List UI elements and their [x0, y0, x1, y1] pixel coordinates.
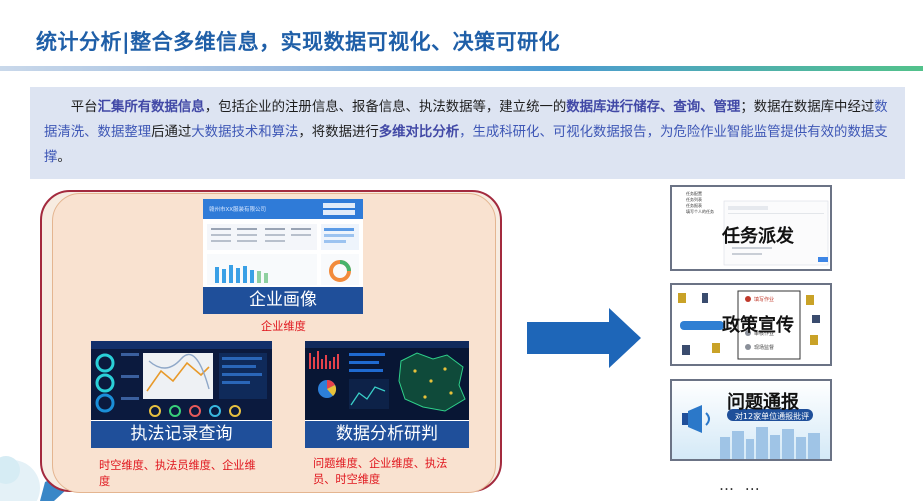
task-dispatch-card[interactable]: 任务配置 任务列表 任务报表 填写个人的任务 任务派发	[670, 185, 832, 271]
corner-decoration	[0, 456, 66, 501]
intro-highlight: 数据清洗、数据整理	[44, 100, 888, 140]
page-title: 统计分析|整合多维信息，实现数据可视化、决策可研化	[36, 30, 561, 54]
problem-report-label: 问题通报	[727, 392, 799, 413]
intro-text: ，将数据进行	[298, 125, 379, 140]
intro-highlight: ，生成科研化、可视化数据报告，为危险作业智能监管提供有效的	[459, 125, 848, 140]
problem-report-card[interactable]: 问题通报 对12家单位通报批评	[670, 379, 832, 461]
intro-highlight: 汇集所有数据信息	[97, 100, 205, 115]
policy-step: 审核作业	[754, 330, 774, 337]
policy-step: 填写作业	[754, 296, 774, 303]
task-menu-item: 任务列表	[686, 196, 702, 202]
problem-report-subtitle: 对12家单位通报批评	[734, 412, 810, 421]
task-dispatch-label: 任务派发	[722, 226, 794, 247]
law-dashboard-screenshot	[91, 341, 272, 421]
intro-highlight: 数据支撑	[44, 125, 888, 165]
intro-highlight: 数据库进行储存、查询、管理	[566, 100, 741, 115]
law-record-label: 执法记录查询	[91, 420, 272, 448]
intro-text: ，包括企业的注册信息、报备信息、执法数据等，建立统一的	[204, 100, 567, 115]
analysis-dimension: 问题维度、企业维度、执法员、时空维度	[313, 457, 448, 486]
analysis-dashboard-screenshot	[305, 341, 469, 421]
task-menu-item: 任务报表	[686, 202, 702, 208]
intro-highlight: 大数据技术和算法	[191, 125, 299, 140]
law-record-card[interactable]: 执法记录查询	[91, 341, 272, 448]
title-divider	[0, 66, 923, 71]
task-dispatch-screenshot: 任务配置 任务列表 任务报表 填写个人的任务	[672, 187, 830, 269]
task-menu-item: 填写个人的任务	[686, 208, 714, 214]
intro-box: 平台汇集所有数据信息，包括企业的注册信息、报备信息、执法数据等，建立统一的数据库…	[30, 87, 905, 179]
intro-text: ；数据在数据库中经过	[740, 100, 875, 115]
intro-text: 平台	[70, 100, 98, 115]
law-dimension: 时空维度、执法员维度、企业维度	[99, 459, 256, 488]
intro-text: 。	[57, 150, 71, 165]
enterprise-portrait-label: 企业画像	[203, 286, 363, 314]
right-arrow-icon	[527, 308, 641, 368]
problem-report-screenshot	[672, 381, 830, 459]
title-bar: 统计分析|整合多维信息，实现数据可视化、决策可研化	[0, 0, 923, 72]
data-analysis-card[interactable]: 数据分析研判	[305, 341, 469, 448]
data-analysis-label: 数据分析研判	[305, 420, 469, 448]
policy-promotion-label: 政策宣传	[722, 315, 794, 336]
policy-promotion-screenshot: 填写作业 审核作业 现场监督	[672, 285, 830, 364]
more-ellipsis: … …	[719, 476, 763, 494]
enterprise-portrait-card[interactable]: 赣州市XX服装有限公司 企业画像	[203, 199, 363, 314]
intro-paragraph: 平台汇集所有数据信息，包括企业的注册信息、报备信息、执法数据等，建立统一的数据库…	[44, 95, 896, 170]
task-menu-item: 任务配置	[686, 190, 702, 196]
policy-promotion-card[interactable]: 填写作业 审核作业 现场监督 政策宣传	[670, 283, 832, 366]
enterprise-dimension: 企业维度	[261, 320, 306, 333]
intro-text: 后通过	[151, 125, 192, 140]
intro-highlight: 多维对比分析	[378, 125, 460, 140]
policy-step: 现场监督	[754, 344, 774, 351]
enterprise-dashboard-screenshot: 赣州市XX服装有限公司	[203, 199, 363, 287]
enterprise-shot-title: 赣州市XX服装有限公司	[209, 205, 266, 213]
